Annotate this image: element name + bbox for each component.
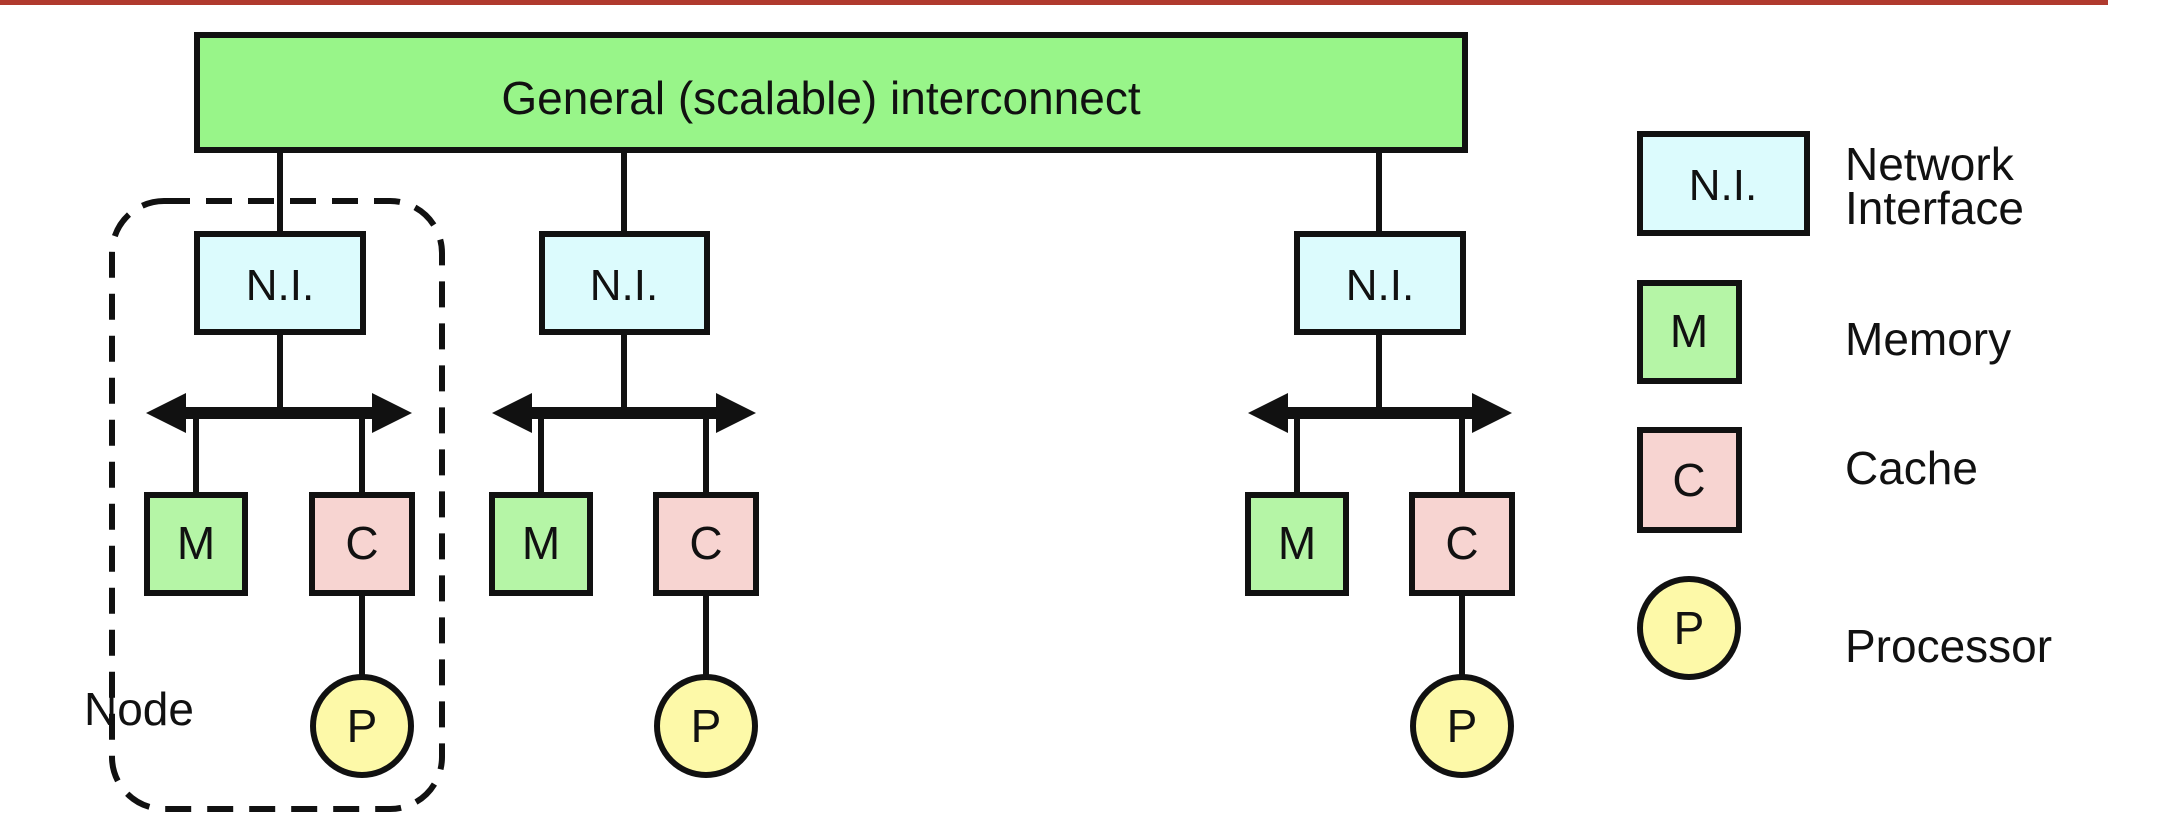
ni-label-1: N.I.: [246, 261, 314, 310]
memory-label-2: M: [522, 517, 560, 569]
legend-memory-text: Memory: [1845, 313, 2011, 365]
legend-item-memory: M Memory: [1637, 280, 2011, 384]
legend-ni-box: [1637, 131, 1810, 236]
node-2: N.I. M C P: [489, 150, 759, 778]
bus-arrow-3: [1248, 393, 1512, 433]
cache-label-1: C: [345, 517, 378, 569]
node-boundary: [109, 198, 445, 812]
interconnect-bar: [194, 32, 1468, 153]
top-rule: [0, 0, 2108, 5]
node-3: N.I. M C P: [1245, 150, 1515, 778]
legend-cache-symbol: C: [1672, 454, 1705, 506]
processor-circle-1: [310, 674, 414, 778]
cache-label-3: C: [1445, 517, 1478, 569]
bus-arrow-2: [492, 393, 756, 433]
legend-item-network-interface: N.I. Network Interface: [1637, 131, 2024, 236]
processor-label-1: P: [347, 700, 378, 752]
processor-label-2: P: [691, 700, 722, 752]
legend-memory-box: [1637, 280, 1742, 384]
legend-ni-symbol: N.I.: [1689, 161, 1757, 210]
processor-circle-2: [654, 674, 758, 778]
processor-circle-3: [1410, 674, 1514, 778]
cache-box-2: [653, 492, 759, 596]
legend-processor-circle: [1637, 576, 1741, 680]
cache-box-3: [1409, 492, 1515, 596]
legend-ni-text-line1: Network: [1845, 138, 2015, 190]
interconnect-label: General (scalable) interconnect: [501, 72, 1140, 124]
bus-arrow-1: [146, 393, 412, 433]
ni-label-3: N.I.: [1346, 261, 1414, 310]
legend-cache-text: Cache: [1845, 442, 1978, 494]
memory-label-3: M: [1278, 517, 1316, 569]
legend-item-cache: C Cache: [1637, 427, 1978, 533]
cache-label-2: C: [689, 517, 722, 569]
memory-label-1: M: [177, 517, 215, 569]
processor-label-3: P: [1447, 700, 1478, 752]
legend-processor-text: Processor: [1845, 620, 2052, 672]
memory-box-3: [1245, 492, 1349, 596]
legend-memory-symbol: M: [1670, 305, 1708, 357]
legend-cache-box: [1637, 427, 1742, 533]
node-1: N.I. M C P Node: [84, 150, 445, 812]
ni-label-2: N.I.: [590, 261, 658, 310]
legend-ni-text-line2: Interface: [1845, 182, 2024, 234]
memory-box-1: [144, 492, 248, 596]
node-label: Node: [84, 683, 194, 735]
ni-box-2: [539, 231, 710, 335]
legend: N.I. Network Interface M Memory C Cache …: [1637, 131, 2052, 680]
legend-item-processor: P Processor: [1637, 576, 2052, 680]
legend-processor-symbol: P: [1674, 602, 1705, 654]
memory-box-2: [489, 492, 593, 596]
